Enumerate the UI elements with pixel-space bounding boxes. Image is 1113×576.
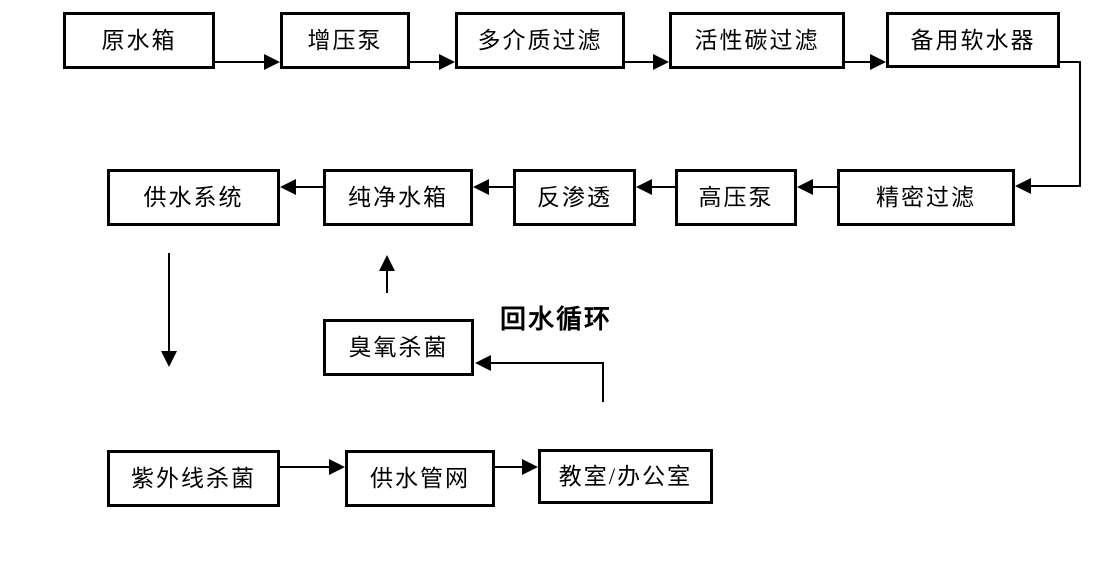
edge-water-supply-system-to-uv-sterilization-arrowhead [161, 351, 177, 367]
edge-high-pressure-pump-to-reverse-osmosis-line [652, 186, 675, 188]
node-precision-filter: 精密过滤 [837, 169, 1015, 226]
edge-activated-carbon-filter-to-backup-water-softener-arrowhead [870, 54, 886, 70]
node-pure-water-tank-label: 纯净水箱 [348, 185, 448, 210]
node-water-supply-network: 供水管网 [345, 450, 495, 507]
node-water-supply-system: 供水系统 [107, 169, 280, 226]
edge-uv-sterilization-to-water-supply-network-arrowhead [329, 459, 345, 475]
edge-reverse-osmosis-to-pure-water-tank-arrowhead [473, 179, 489, 195]
edge-water-supply-system-to-uv-sterilization-line [168, 253, 170, 353]
node-backup-water-softener-label: 备用软水器 [910, 27, 1036, 53]
edge-precision-filter-to-high-pressure-pump-arrowhead [797, 179, 813, 195]
edge-backup-water-softener-to-precision-filter-segment-1 [1060, 61, 1081, 63]
edge-multi-media-filter-to-activated-carbon-filter-line [625, 61, 653, 63]
node-uv-sterilization-label: 紫外线杀菌 [131, 466, 256, 491]
node-water-supply-network-label: 供水管网 [370, 466, 470, 491]
edge-precision-filter-to-high-pressure-pump-line [813, 186, 837, 188]
node-reverse-osmosis: 反渗透 [513, 169, 636, 226]
edge-booster-pump-to-multi-media-filter-arrowhead [439, 54, 455, 70]
edge-backup-water-softener-to-precision-filter-segment-3 [1031, 185, 1080, 187]
node-raw-water-tank-label: 原水箱 [101, 28, 177, 53]
edge-multi-media-filter-to-activated-carbon-filter-arrowhead [653, 54, 669, 70]
node-ozone-sterilization: 臭氧杀菌 [323, 319, 474, 376]
return-loop-label: 回水循环 [500, 304, 613, 334]
node-activated-carbon-filter: 活性碳过滤 [669, 12, 845, 69]
node-booster-pump: 增压泵 [280, 12, 410, 69]
edge-activated-carbon-filter-to-backup-water-softener-line [845, 61, 870, 63]
edge-booster-pump-to-multi-media-filter-line [410, 61, 439, 63]
edge-ozone-sterilization-to-pure-water-tank-line [386, 271, 388, 293]
edge-raw-water-tank-to-booster-pump-arrowhead [264, 54, 280, 70]
edge-backup-water-softener-to-precision-filter-segment-2 [1079, 61, 1081, 187]
node-classroom-office-label: 教室/办公室 [558, 464, 693, 489]
node-multi-media-filter-label: 多介质过滤 [477, 28, 603, 53]
edge-ozone-sterilization-to-pure-water-tank-arrowhead [379, 255, 395, 271]
edge-uv-sterilization-to-water-supply-network-line [280, 466, 329, 468]
node-high-pressure-pump-label: 高压泵 [698, 185, 774, 210]
edge-reverse-osmosis-to-pure-water-tank-line [489, 186, 513, 188]
node-backup-water-softener: 备用软水器 [886, 12, 1060, 68]
edge-high-pressure-pump-to-reverse-osmosis-arrowhead [636, 179, 652, 195]
node-classroom-office: 教室/办公室 [538, 449, 713, 504]
node-high-pressure-pump: 高压泵 [675, 169, 797, 226]
edge-raw-water-tank-to-booster-pump-line [215, 61, 264, 63]
node-raw-water-tank: 原水箱 [63, 12, 215, 69]
edge-return-loop-vertical-line [602, 362, 604, 402]
edge-water-supply-network-to-classroom-office-arrowhead [522, 459, 538, 475]
node-pure-water-tank: 纯净水箱 [323, 169, 473, 226]
node-water-supply-system-label: 供水系统 [143, 185, 244, 210]
node-ozone-sterilization-label: 臭氧杀菌 [348, 335, 449, 360]
node-precision-filter-label: 精密过滤 [876, 185, 976, 210]
edge-backup-water-softener-to-precision-filter-arrowhead [1015, 178, 1031, 194]
edge-water-supply-network-to-classroom-office-line [495, 466, 522, 468]
edge-return-loop-horizontal-line [491, 362, 604, 364]
node-multi-media-filter: 多介质过滤 [455, 12, 625, 69]
node-uv-sterilization: 紫外线杀菌 [107, 450, 280, 507]
edge-pure-water-tank-to-water-supply-system-line [296, 186, 323, 188]
node-activated-carbon-filter-label: 活性碳过滤 [694, 28, 820, 53]
node-reverse-osmosis-label: 反渗透 [537, 185, 612, 210]
edge-pure-water-tank-to-water-supply-system-arrowhead [280, 179, 296, 195]
edge-return-loop-arrowhead [475, 355, 491, 371]
node-booster-pump-label: 增压泵 [307, 28, 383, 53]
